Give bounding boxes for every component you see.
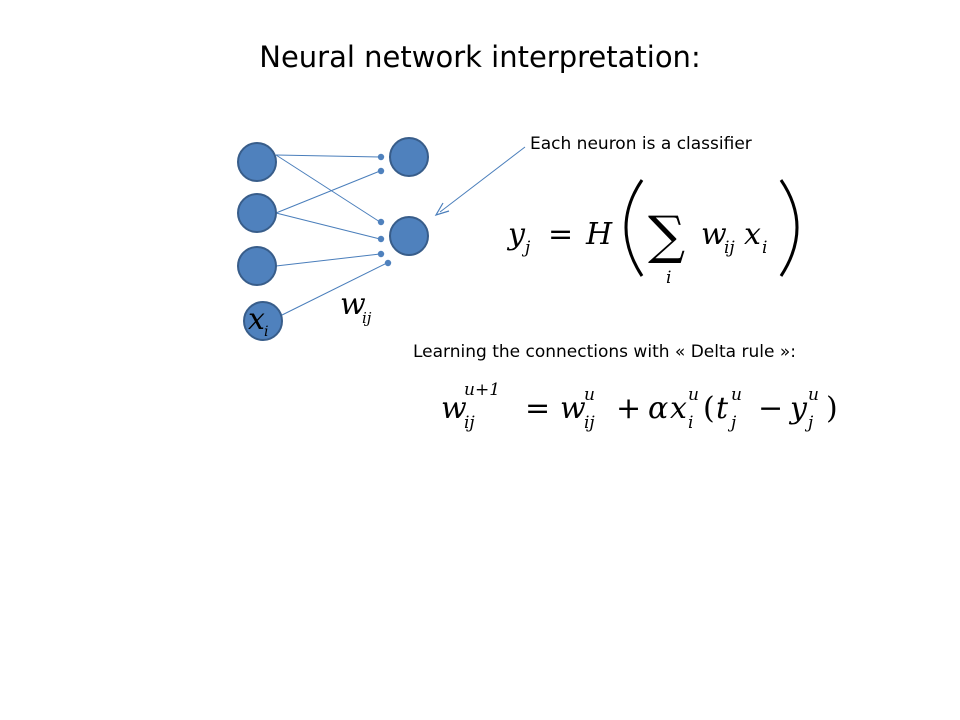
input-node-3 <box>237 246 277 286</box>
svg-text:x: x <box>744 217 761 252</box>
pointer-arrow-head <box>434 202 450 217</box>
classifier-caption: Each neuron is a classifier <box>530 134 752 154</box>
svg-text:t: t <box>716 391 729 426</box>
connection-1-1 <box>275 154 381 158</box>
svg-text:+: + <box>616 391 641 426</box>
connection-2-2 <box>275 212 381 240</box>
input-label-sub: i <box>264 324 268 340</box>
svg-text:(: ( <box>703 391 715 426</box>
svg-text:i: i <box>688 413 693 433</box>
svg-text:u: u <box>808 385 819 405</box>
svg-text:y: y <box>788 391 808 426</box>
svg-text:i: i <box>666 268 671 288</box>
input-label: x <box>248 302 265 337</box>
svg-text:w: w <box>560 391 586 426</box>
synapse-dot <box>377 218 385 226</box>
synapse-dot <box>377 250 385 258</box>
synapse-dot <box>377 153 385 161</box>
output-node-1 <box>389 137 429 177</box>
svg-text:j: j <box>804 413 814 433</box>
svg-text:∑: ∑ <box>648 206 685 266</box>
pointer-arrow-line <box>439 146 526 213</box>
input-node-4 <box>243 301 283 341</box>
svg-text:x: x <box>670 391 687 426</box>
svg-text:w: w <box>441 391 467 426</box>
weight-label-sub: ij <box>362 309 372 327</box>
svg-text:ij: ij <box>464 413 475 433</box>
input-node-1 <box>237 142 277 182</box>
svg-text:y: y <box>506 217 526 252</box>
svg-text:−: − <box>758 391 783 426</box>
connection-1-2 <box>275 154 381 223</box>
svg-text:j: j <box>727 413 737 433</box>
svg-text:u: u <box>731 385 742 405</box>
right-paren <box>779 179 799 277</box>
delta-rule-caption: Learning the connections with « Delta ru… <box>413 342 796 362</box>
connection-2-1 <box>275 170 381 214</box>
page-title: Neural network interpretation: <box>259 40 701 74</box>
svg-text:u: u <box>688 385 699 405</box>
svg-text:=: = <box>525 391 550 426</box>
synapse-dot <box>384 259 392 267</box>
delta-rule-equation: w u+1 ij = w u ij + α x u i ( t u j − y … <box>441 380 838 433</box>
left-paren <box>624 179 644 277</box>
svg-text:w: w <box>701 217 727 252</box>
svg-text:j: j <box>521 238 531 258</box>
svg-text:ij: ij <box>584 413 595 433</box>
weight-label: w <box>340 287 366 322</box>
input-node-2 <box>237 193 277 233</box>
svg-text:u: u <box>584 385 595 405</box>
svg-text:): ) <box>826 391 838 426</box>
synapse-dot <box>377 167 385 175</box>
svg-text:u+1: u+1 <box>464 380 500 400</box>
output-node-2 <box>389 216 429 256</box>
connection-3-2 <box>275 253 381 267</box>
svg-text:H: H <box>585 217 613 252</box>
svg-text:ij: ij <box>724 238 735 258</box>
svg-text:α: α <box>648 391 668 426</box>
svg-text:i: i <box>762 238 767 258</box>
synapse-dot <box>377 235 385 243</box>
svg-text:=: = <box>548 217 573 252</box>
classifier-equation: y j = H ∑ i w ij x i <box>506 179 799 288</box>
connection-4-2 <box>275 262 388 319</box>
